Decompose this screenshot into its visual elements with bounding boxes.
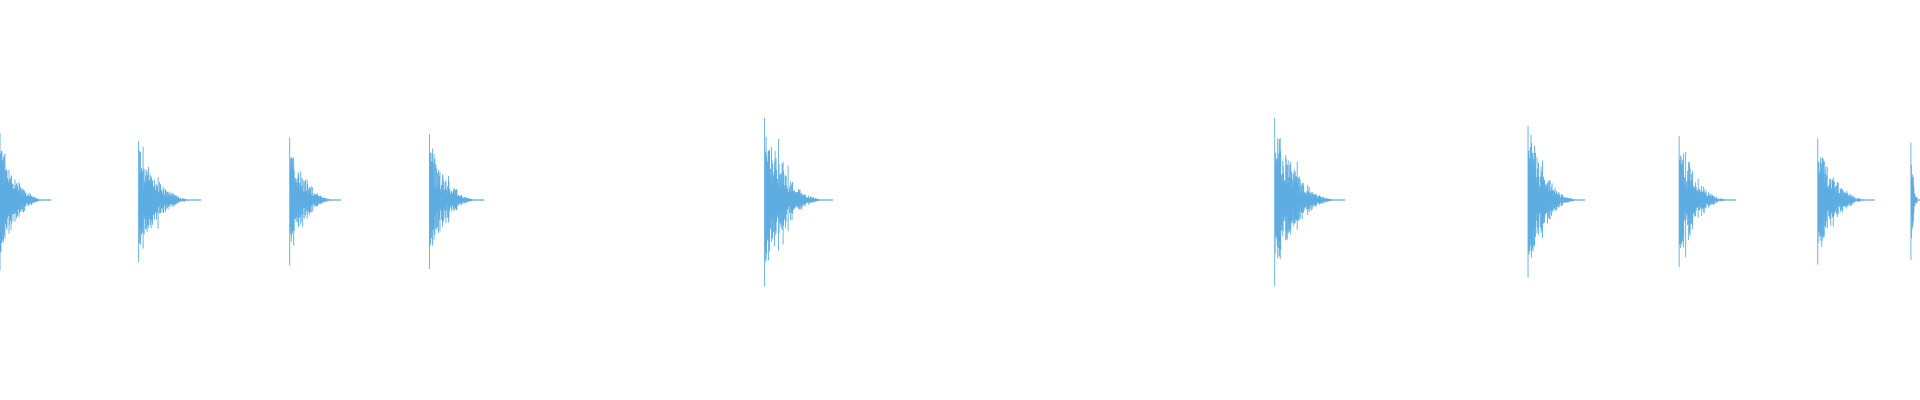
waveform-transient: [1678, 136, 1737, 268]
waveform-transient: [428, 134, 485, 269]
waveform-transient: [138, 140, 202, 262]
waveform-transient: [0, 132, 52, 271]
waveform-transient: [289, 137, 342, 266]
waveform-transients: [0, 118, 1920, 287]
waveform-transient: [1527, 126, 1585, 278]
waveform-transient: [764, 118, 834, 287]
waveform-transient: [1274, 118, 1346, 287]
waveform-transient: [1910, 142, 1920, 261]
waveform-transient: [1817, 138, 1875, 265]
